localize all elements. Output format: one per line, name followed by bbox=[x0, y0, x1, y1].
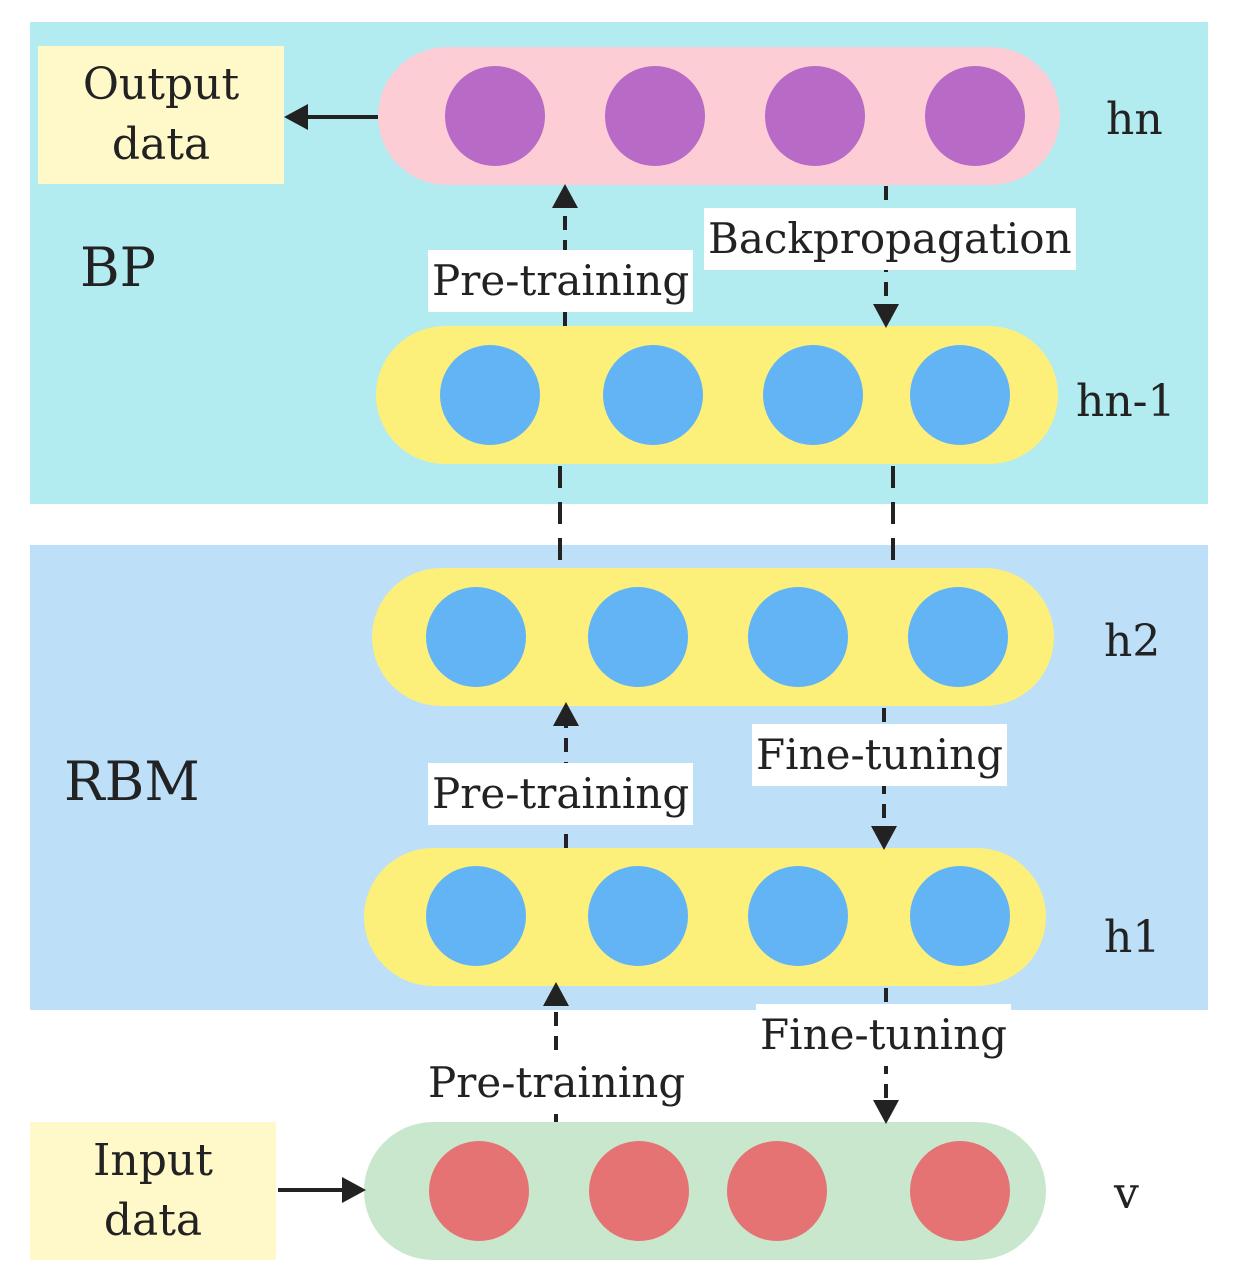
hidden-node bbox=[910, 866, 1010, 966]
backpropagation-label: Backpropagation bbox=[704, 208, 1076, 270]
finetuning-label-mid: Fine-tuning bbox=[752, 724, 1008, 786]
pretraining-label-bottom: Pre-training bbox=[424, 1052, 690, 1114]
layer-label-hn-1: hn-1 bbox=[1076, 376, 1176, 427]
input-node bbox=[727, 1141, 827, 1241]
hidden-node bbox=[588, 587, 688, 687]
pretraining-label-mid: Pre-training bbox=[428, 763, 694, 825]
bp-section-label: BP bbox=[80, 236, 157, 299]
output-node bbox=[445, 66, 545, 166]
hidden-node bbox=[588, 866, 688, 966]
output-data-label: Output data bbox=[82, 59, 240, 170]
hidden-node bbox=[908, 587, 1008, 687]
hidden-node bbox=[426, 866, 526, 966]
output-node bbox=[925, 66, 1025, 166]
rbm-section-label: RBM bbox=[64, 750, 200, 813]
layer-label-h1: h1 bbox=[1104, 912, 1161, 963]
hidden-node bbox=[763, 345, 863, 445]
hidden-node bbox=[440, 345, 540, 445]
hidden-node bbox=[603, 345, 703, 445]
input-node bbox=[589, 1141, 689, 1241]
hidden-node bbox=[748, 587, 848, 687]
layer-label-h2: h2 bbox=[1104, 616, 1161, 667]
hidden-node bbox=[748, 866, 848, 966]
hidden-node bbox=[426, 587, 526, 687]
layer-label-hn: hn bbox=[1106, 94, 1163, 145]
output-node bbox=[605, 66, 705, 166]
output-data-box: Output data bbox=[38, 46, 284, 184]
input-node bbox=[910, 1141, 1010, 1241]
finetuning-label-bottom: Fine-tuning bbox=[756, 1004, 1012, 1066]
input-node bbox=[429, 1141, 529, 1241]
layer-label-v: v bbox=[1114, 1168, 1139, 1219]
hidden-node bbox=[910, 345, 1010, 445]
pretraining-label-top: Pre-training bbox=[428, 250, 694, 312]
input-data-label: Input data bbox=[93, 1135, 213, 1246]
output-node bbox=[765, 66, 865, 166]
input-data-box: Input data bbox=[30, 1122, 276, 1260]
